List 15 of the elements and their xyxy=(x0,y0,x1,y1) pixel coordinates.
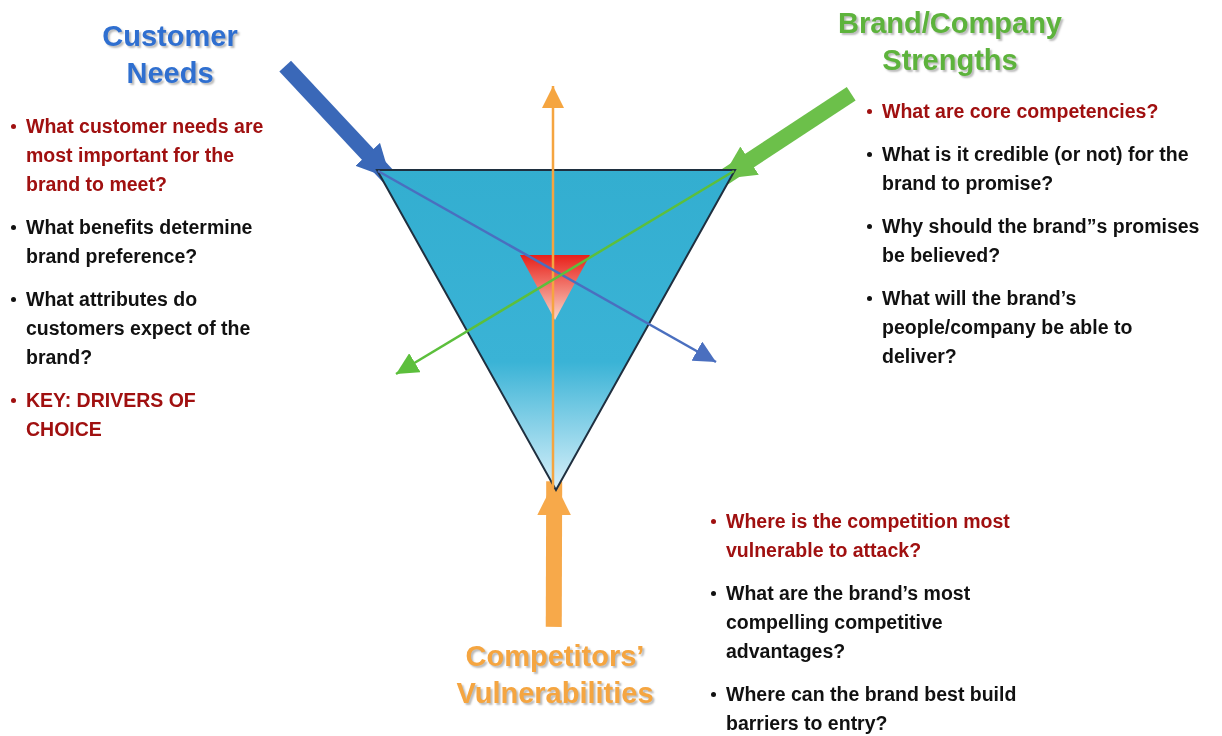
question-text: What are the brand’s most compelling competitive advantages? xyxy=(726,581,972,664)
question-text: Why should the brand”s promises be believed? xyxy=(882,214,1201,268)
question-text: What attributes do customers expect of the brand? xyxy=(26,287,252,370)
section-heading: Competitors’ Vulnerabilities xyxy=(430,638,680,712)
section-heading: Customer Needs xyxy=(80,18,260,92)
question-text: What will the brand’s people/company be able to deliver? xyxy=(882,286,1134,369)
question-text: Where can the brand best build barriers to entry? xyxy=(726,682,1018,736)
section-heading: Brand/Company Strengths xyxy=(820,5,1080,79)
question-text: What customer needs are most important for the brand to meet? xyxy=(26,114,265,197)
question-text: KEY: DRIVERS OF CHOICE xyxy=(26,388,197,442)
question-text: What are core competencies? xyxy=(882,99,1160,124)
question-text: What benefits determine brand preference? xyxy=(26,215,254,269)
question-text: Where is the competition most vulnerable to attack? xyxy=(726,509,1011,563)
arrow xyxy=(537,481,571,627)
question-text: What is it credible (or not) for the brand to promise? xyxy=(882,142,1190,196)
